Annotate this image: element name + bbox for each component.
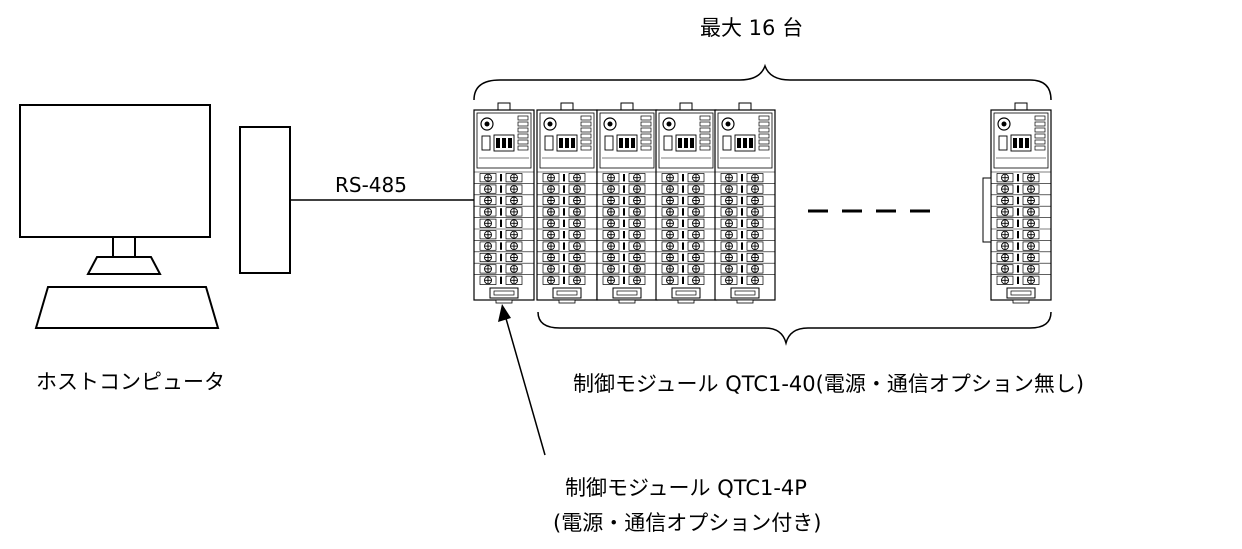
bottom-brace bbox=[537, 311, 1052, 346]
module-qtc1-40-2 bbox=[596, 102, 658, 304]
host-computer-icon bbox=[19, 104, 291, 329]
module-qtc1-4p bbox=[473, 102, 535, 304]
module-qtc1-40-3 bbox=[655, 102, 717, 304]
module-qtc1-40-4 bbox=[714, 102, 776, 304]
module-qtc1-4p-label: 制御モジュール QTC1-4P bbox=[565, 476, 807, 500]
module-qtc1-40-1 bbox=[536, 102, 598, 304]
module-qtc1-4p-sublabel: (電源・通信オプション付き) bbox=[553, 511, 822, 535]
host-computer-label: ホストコンピュータ bbox=[36, 370, 225, 394]
pointer-arrow bbox=[498, 304, 546, 456]
top-brace bbox=[473, 63, 1052, 101]
module-qtc1-40-label: 制御モジュール QTC1-40(電源・通信オプション無し) bbox=[573, 372, 1085, 396]
side-bracket bbox=[982, 177, 992, 243]
module-row bbox=[473, 102, 1052, 304]
max-units-label: 最大 16 台 bbox=[700, 16, 804, 40]
protocol-label: RS-485 bbox=[335, 173, 407, 197]
module-qtc1-40-last bbox=[990, 102, 1052, 304]
